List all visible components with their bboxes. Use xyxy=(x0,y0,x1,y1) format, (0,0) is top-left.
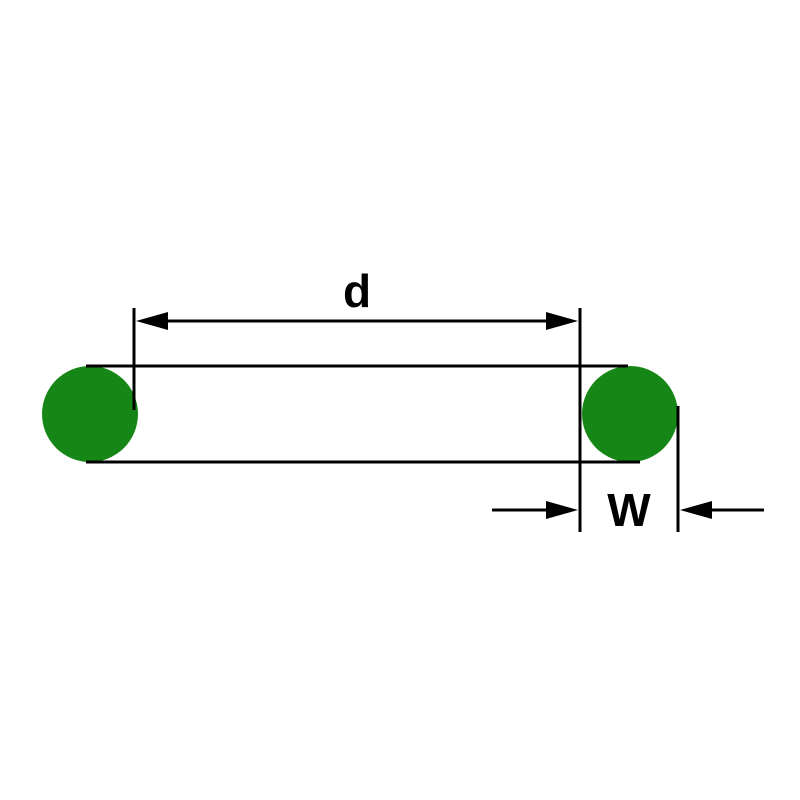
w-arrowhead-right-icon xyxy=(680,501,712,519)
o-ring-cross-section-right xyxy=(582,366,678,462)
d-dimension-label: d xyxy=(343,265,371,317)
d-arrowhead-right-icon xyxy=(546,312,578,330)
w-dimension-label: W xyxy=(607,484,651,536)
w-arrowhead-left-icon xyxy=(546,501,578,519)
d-arrowhead-left-icon xyxy=(136,312,168,330)
o-ring-cross-section-left xyxy=(42,366,138,462)
